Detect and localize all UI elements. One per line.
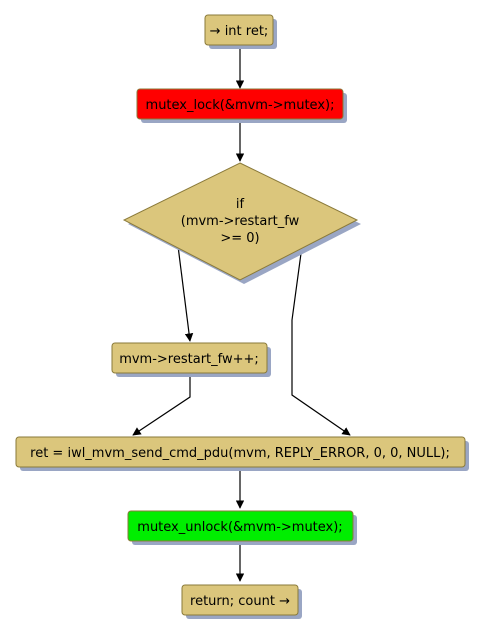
node-condition-line-1: if <box>236 197 245 212</box>
node-lock: mutex_lock(&mvm->mutex); <box>136 88 347 123</box>
node-end-box <box>181 584 299 616</box>
node-send-cmd: ret = iwl_mvm_send_cmd_pdu(mvm, REPLY_ER… <box>15 436 469 471</box>
node-condition-line-3: >= 0) <box>220 231 259 246</box>
node-start-label: → int ret; <box>210 24 269 39</box>
node-lock-label: mutex_lock(&mvm->mutex); <box>146 98 335 113</box>
node-send-cmd-box <box>15 436 466 468</box>
node-increment-label: mvm->restart_fw++; <box>119 352 259 367</box>
node-condition: if (mvm->restart_fw >= 0) <box>122 162 361 284</box>
node-increment-box <box>111 342 268 374</box>
node-send-cmd-label: ret = iwl_mvm_send_cmd_pdu(mvm, REPLY_ER… <box>30 446 450 461</box>
edge-increment-to-send-cmd <box>132 374 191 436</box>
node-condition-diamond <box>122 162 359 281</box>
node-increment: mvm->restart_fw++; <box>111 342 271 377</box>
node-start: → int ret; <box>204 14 277 49</box>
node-end: return; count → <box>181 584 302 619</box>
node-unlock: mutex_unlock(&mvm->mutex); <box>127 510 357 545</box>
node-unlock-box <box>127 510 354 542</box>
node-lock-box <box>136 88 344 120</box>
node-unlock-label: mutex_unlock(&mvm->mutex); <box>137 520 342 535</box>
node-condition-line-2: (mvm->restart_fw <box>181 214 300 229</box>
edge-condition-to-send-cmd <box>291 245 351 436</box>
node-end-label: return; count → <box>190 594 290 609</box>
edges <box>132 46 351 582</box>
node-start-box <box>204 14 274 46</box>
edge-condition-to-increment <box>177 245 194 342</box>
